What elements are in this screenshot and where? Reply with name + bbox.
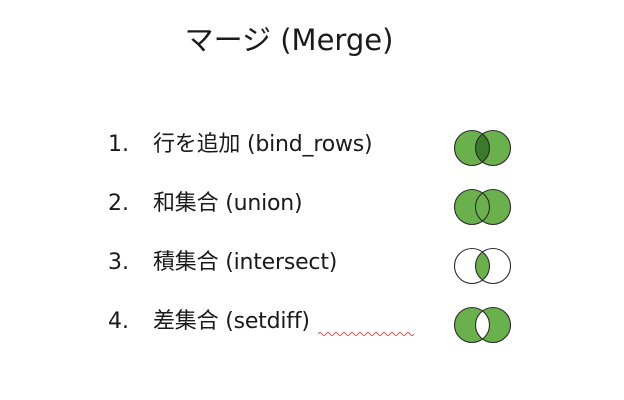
item-number: 1. — [108, 132, 129, 157]
setdiff-venn-icon — [451, 304, 515, 346]
venn-overlap — [475, 252, 490, 280]
venn-left-outline — [453, 306, 491, 344]
venn-right-outline — [474, 247, 512, 285]
union-venn-icon — [451, 186, 515, 228]
venn-right-circle — [475, 189, 511, 225]
spellcheck-squiggle — [318, 332, 414, 336]
venn-right-outline — [474, 188, 512, 226]
intersect-venn-icon — [451, 245, 515, 287]
venn-graphic — [453, 306, 512, 344]
venn-graphic — [453, 129, 512, 167]
venn-right-outline — [474, 306, 512, 344]
merge-type-list: 1. 行を追加 (bind_rows) 2. 和集合 (union) 3. 積集… — [108, 118, 528, 354]
item-label: 行を追加 (bind_rows) — [153, 132, 373, 157]
list-item: 2. 和集合 (union) — [108, 177, 528, 236]
list-item: 3. 積集合 (intersect) — [108, 236, 528, 295]
item-number: 4. — [108, 309, 129, 334]
venn-overlap — [475, 311, 490, 339]
venn-graphic — [453, 247, 512, 285]
item-label: 積集合 (intersect) — [153, 250, 338, 275]
item-number: 2. — [108, 191, 129, 216]
venn-graphic — [453, 188, 512, 226]
venn-overlap — [475, 134, 490, 162]
venn-left-outline — [453, 247, 491, 285]
item-label: 差集合 (setdiff) — [153, 309, 310, 334]
venn-right-outline — [474, 129, 512, 167]
list-item: 4. 差集合 (setdiff) — [108, 295, 528, 354]
list-item: 1. 行を追加 (bind_rows) — [108, 118, 528, 177]
bind_rows-venn-icon — [451, 127, 515, 169]
item-label: 和集合 (union) — [153, 191, 303, 216]
item-number: 3. — [108, 250, 129, 275]
venn-left-outline — [453, 129, 491, 167]
spellcheck-underline — [318, 332, 414, 336]
venn-left-outline — [453, 188, 491, 226]
slide-title: マージ (Merge) — [184, 23, 394, 57]
